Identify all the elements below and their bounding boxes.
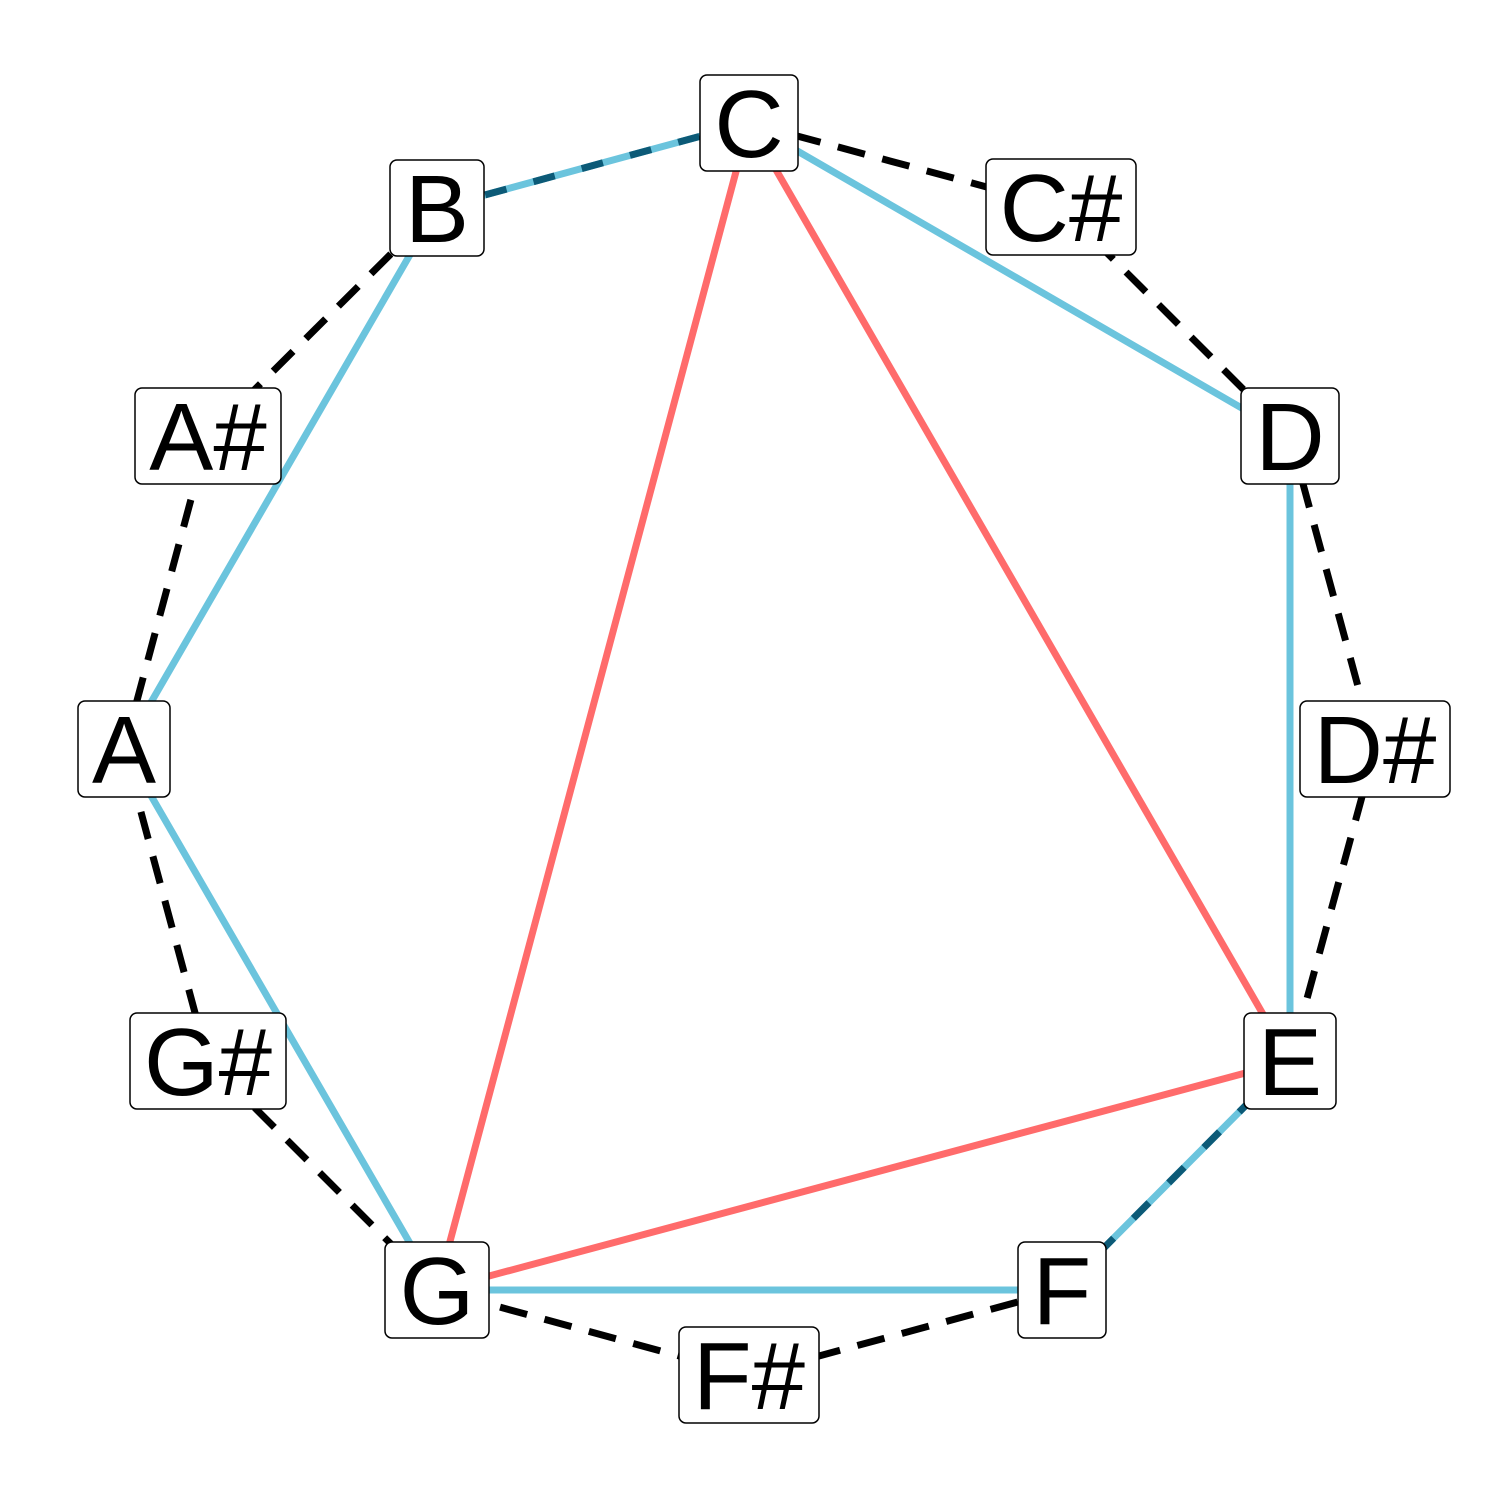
edge-f-fs: [748, 1286, 1063, 1379]
note-box: [699, 74, 799, 172]
note-label: F#: [693, 1323, 805, 1430]
note-node-ds: D#: [1299, 697, 1451, 804]
note-box: [1243, 1012, 1337, 1110]
edge-a-as: [120, 435, 212, 750]
note-label: D#: [1314, 697, 1437, 804]
note-node-e: E: [1243, 1009, 1337, 1116]
note-box: [384, 1241, 490, 1339]
note-node-f: F: [1017, 1238, 1107, 1345]
note-label: G#: [144, 1009, 272, 1116]
note-label: F: [1033, 1238, 1092, 1345]
edge-c-e: [745, 121, 1294, 1063]
note-label: G: [400, 1238, 475, 1345]
note-box: [129, 1012, 287, 1110]
note-node-cs: C#: [985, 155, 1137, 262]
edge-c-cs: [748, 119, 1062, 211]
edge-gs-a: [120, 748, 212, 1062]
edge-b-c-dash: [436, 119, 750, 212]
note-label: E: [1258, 1009, 1322, 1116]
note-box: [985, 158, 1137, 256]
note-node-as: A#: [134, 384, 282, 491]
edge-ds-e: [1286, 748, 1379, 1062]
note-box: [678, 1326, 820, 1424]
note-label: A#: [149, 384, 266, 491]
note-node-c: C: [699, 71, 799, 178]
note-box: [1299, 700, 1451, 798]
note-node-d: D: [1240, 384, 1340, 491]
edge-c-d: [747, 119, 1292, 440]
note-node-gs: G#: [129, 1009, 287, 1116]
edge-d-ds: [1286, 435, 1379, 750]
edge-e-g: [436, 1057, 1291, 1294]
note-node-fs: F#: [678, 1323, 820, 1430]
note-box: [77, 700, 171, 798]
node-layer: C C# D D# E F F# G G# A A# B: [77, 71, 1451, 1430]
note-label: B: [405, 156, 469, 263]
note-node-g: G: [384, 1238, 490, 1345]
note-label: D: [1255, 384, 1324, 491]
note-label: C#: [1000, 155, 1123, 262]
note-box: [134, 387, 282, 485]
note-node-b: B: [389, 156, 485, 263]
note-box: [389, 159, 485, 257]
note-label: C: [714, 71, 783, 178]
note-box: [1240, 387, 1340, 485]
note-node-a: A: [77, 697, 171, 804]
edge-layer: [120, 119, 1379, 1379]
edge-g-c: [433, 122, 753, 1291]
note-label: A: [92, 697, 156, 804]
note-box: [1017, 1241, 1107, 1339]
